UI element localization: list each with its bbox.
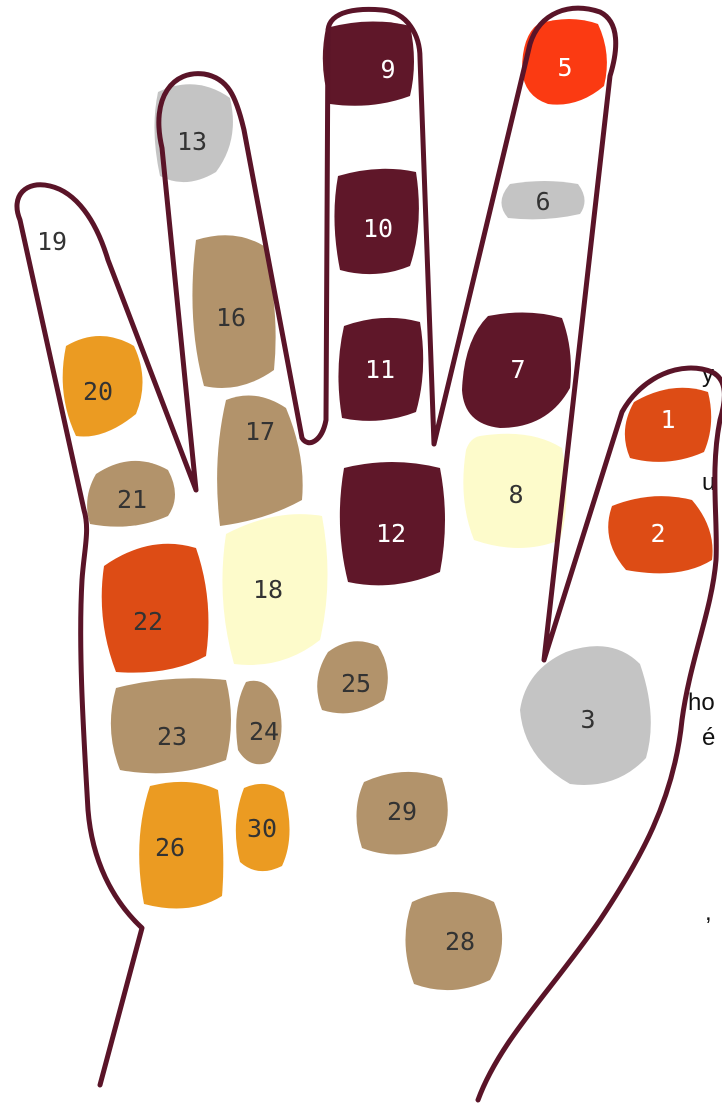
zone-22-shape <box>101 543 209 673</box>
zone-21-label: 21 <box>117 485 147 514</box>
zone-30: 30 <box>235 783 290 872</box>
zone-20-shape <box>62 336 143 437</box>
zone-28: 28 <box>405 892 503 991</box>
zone-21: 21 <box>87 460 175 527</box>
edge-text-3: ho <box>688 689 715 716</box>
zone-5-label: 5 <box>557 53 572 82</box>
zone-12-label: 12 <box>376 519 406 548</box>
zone-11-shape <box>338 317 424 421</box>
zone-7: 7 <box>462 312 571 428</box>
zone-13: 13 <box>154 84 233 183</box>
zone-1-label: 1 <box>660 405 675 434</box>
hand-outline <box>14 5 722 1103</box>
zone-24: 24 <box>236 680 282 765</box>
zone-30-shape <box>235 783 290 872</box>
zone-18-label: 18 <box>253 575 283 604</box>
zone-16-shape <box>192 235 276 388</box>
zone-23-shape <box>110 678 231 774</box>
zone-2-label: 2 <box>650 519 665 548</box>
zone-13-shape <box>154 84 233 183</box>
zone-2-shape <box>608 496 713 574</box>
zone-11-label: 11 <box>365 355 395 384</box>
zone-8: 8 <box>463 433 567 548</box>
zone-30-label: 30 <box>247 814 277 843</box>
zone-16: 16 <box>192 235 276 388</box>
edge-text-2: u <box>702 469 715 496</box>
zone-17-shape <box>217 395 303 526</box>
zone-19: 19 <box>37 227 67 256</box>
zone-22-label: 22 <box>133 607 163 636</box>
zone-26: 26 <box>139 781 224 909</box>
zone-13-label: 13 <box>177 127 207 156</box>
zone-20-label: 20 <box>83 377 113 406</box>
zone-2: 2 <box>608 496 713 574</box>
zone-25: 25 <box>317 641 388 714</box>
zone-9: 9 <box>322 21 414 106</box>
zone-20: 20 <box>62 336 143 437</box>
zone-5-shape <box>522 19 607 105</box>
edge-text-4: é <box>702 724 715 751</box>
zone-10-label: 10 <box>363 214 393 243</box>
zone-29-label: 29 <box>387 797 417 826</box>
zone-6-shape <box>501 181 585 220</box>
zone-22: 22 <box>101 543 209 673</box>
zone-11: 11 <box>338 317 424 421</box>
zone-16-label: 16 <box>216 303 246 332</box>
zone-3-shape <box>520 646 651 785</box>
zone-12-shape <box>339 462 445 586</box>
zone-12: 12 <box>339 462 445 586</box>
zone-25-shape <box>317 641 388 714</box>
zone-3-label: 3 <box>580 705 595 734</box>
zone-17-label: 17 <box>245 417 275 446</box>
zone-6: 6 <box>501 181 585 220</box>
zone-28-shape <box>405 892 503 991</box>
zone-17: 17 <box>217 395 303 526</box>
zone-26-shape <box>139 781 224 909</box>
zone-28-label: 28 <box>445 927 475 956</box>
zone-7-label: 7 <box>510 355 525 384</box>
zone-23-label: 23 <box>157 722 187 751</box>
zone-29: 29 <box>356 771 448 855</box>
zone-10: 10 <box>334 168 419 275</box>
zone-5: 5 <box>522 19 607 105</box>
zone-21-shape <box>87 460 175 527</box>
edge-text-5: , <box>705 899 712 926</box>
zone-9-label: 9 <box>380 55 395 84</box>
zone-9-shape <box>322 21 414 106</box>
zone-6-label: 6 <box>535 187 550 216</box>
zone-26-label: 26 <box>155 833 185 862</box>
zone-7-shape <box>462 312 571 428</box>
zone-24-shape <box>236 680 282 765</box>
zone-18-shape <box>222 514 328 665</box>
zone-29-shape <box>356 771 448 855</box>
zone-18: 18 <box>222 514 328 665</box>
zone-8-shape <box>463 433 567 548</box>
zone-23: 23 <box>110 678 231 774</box>
zone-8-label: 8 <box>508 480 523 509</box>
zone-10-shape <box>334 168 419 275</box>
zone-1-shape <box>624 387 712 462</box>
zone-1: 1 <box>624 387 712 462</box>
zone-19-label: 19 <box>37 227 67 256</box>
zone-24-label: 24 <box>249 717 279 746</box>
zone-25-label: 25 <box>341 669 371 698</box>
zone-3: 3 <box>520 646 651 785</box>
